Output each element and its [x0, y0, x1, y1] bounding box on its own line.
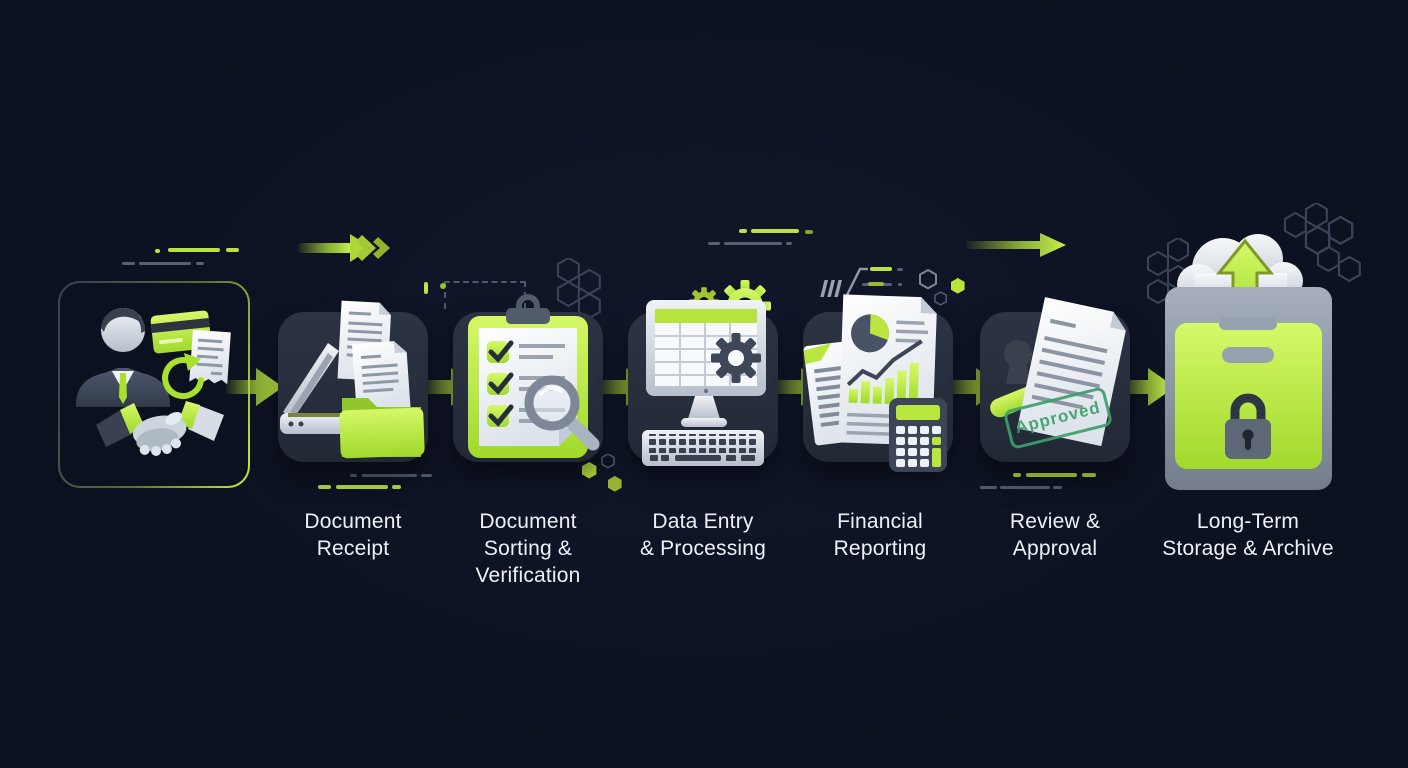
stage-label-data-entry: Data Entry & Processing: [639, 510, 767, 560]
green-tick: [424, 282, 428, 294]
stage-tile-storage-archive: [1165, 234, 1332, 490]
stage-label-review-approval: Review & Approval: [1009, 510, 1101, 560]
speed-line: [1082, 473, 1096, 477]
line-chart-icon: [846, 339, 923, 387]
stage-label-sorting-verification: Document Sorting & Verification: [475, 510, 581, 587]
speed-line: [1000, 486, 1050, 489]
refresh-arrow-icon: [162, 353, 204, 399]
hexagon-cluster-icon: [556, 258, 601, 319]
speed-line: [739, 229, 747, 233]
clipboard-checklist-magnifier-icon: [468, 294, 600, 458]
speed-line: [1026, 473, 1077, 477]
person-avatar: [76, 308, 170, 407]
stage-client-transaction: [58, 281, 250, 488]
approved-document: [1017, 297, 1126, 447]
computer-spreadsheet-gears-icon: [642, 280, 771, 466]
stage-tile-financial-reporting: [803, 294, 953, 472]
gear-icon: [711, 333, 761, 383]
handshake-payment-icon: [76, 308, 231, 456]
speed-line: [362, 474, 417, 477]
stamp-icon: [990, 340, 1057, 418]
report-charts-calculator-icon: [803, 294, 947, 472]
handshake-icon: [96, 401, 224, 456]
speed-line: [155, 249, 160, 253]
speed-line: [226, 248, 239, 252]
speed-line: [168, 248, 220, 252]
speed-line: [1013, 473, 1021, 477]
green-dot: [440, 283, 446, 289]
speed-line: [350, 474, 357, 477]
speed-line: [318, 485, 331, 489]
speed-line: [139, 262, 191, 265]
speed-line: [392, 485, 401, 489]
speed-line: [708, 242, 720, 245]
calculator-icon: [889, 398, 947, 472]
speed-line: [980, 486, 997, 489]
stage-tile-data-entry: [628, 280, 778, 466]
document-approved-stamp-icon: [990, 297, 1126, 447]
speed-line: [196, 262, 204, 265]
archive-box-lock-cloud-icon: [1165, 234, 1332, 490]
speed-line: [122, 262, 135, 265]
handle-slot: [1222, 347, 1274, 363]
speed-line: [751, 229, 799, 233]
connector-arrow-icon: [1118, 368, 1175, 406]
speed-line: [724, 242, 782, 245]
stage-tile-review-approval: Approved: [980, 297, 1130, 462]
speed-line: [786, 242, 792, 245]
chevron-arrow-icon: [298, 234, 390, 262]
lock-icon: [1225, 393, 1271, 459]
stage-tile-document-receipt: [278, 300, 428, 462]
straight-arrow-icon: [966, 233, 1066, 257]
keyboard-icon: [642, 430, 764, 466]
speed-line: [805, 230, 813, 234]
scanner-documents-folder-icon: [280, 300, 425, 459]
bar-chart-icon: [848, 362, 919, 406]
speed-line: [336, 485, 388, 489]
receipt-icon: [189, 329, 231, 385]
stage-label-document-receipt: Document Receipt: [304, 510, 402, 560]
speed-line: [1053, 486, 1062, 489]
connector-arrow-icon: [226, 368, 283, 406]
stage-label-financial-reporting: Financial Reporting: [833, 510, 927, 560]
stage-tile-sorting-verification: [453, 294, 603, 462]
dashed-rectangle: [444, 281, 526, 309]
speed-line: [421, 474, 432, 477]
circuit-lines-icon: [820, 267, 903, 298]
stage-label-storage-archive: Long-Term Storage & Archive: [1162, 510, 1334, 560]
